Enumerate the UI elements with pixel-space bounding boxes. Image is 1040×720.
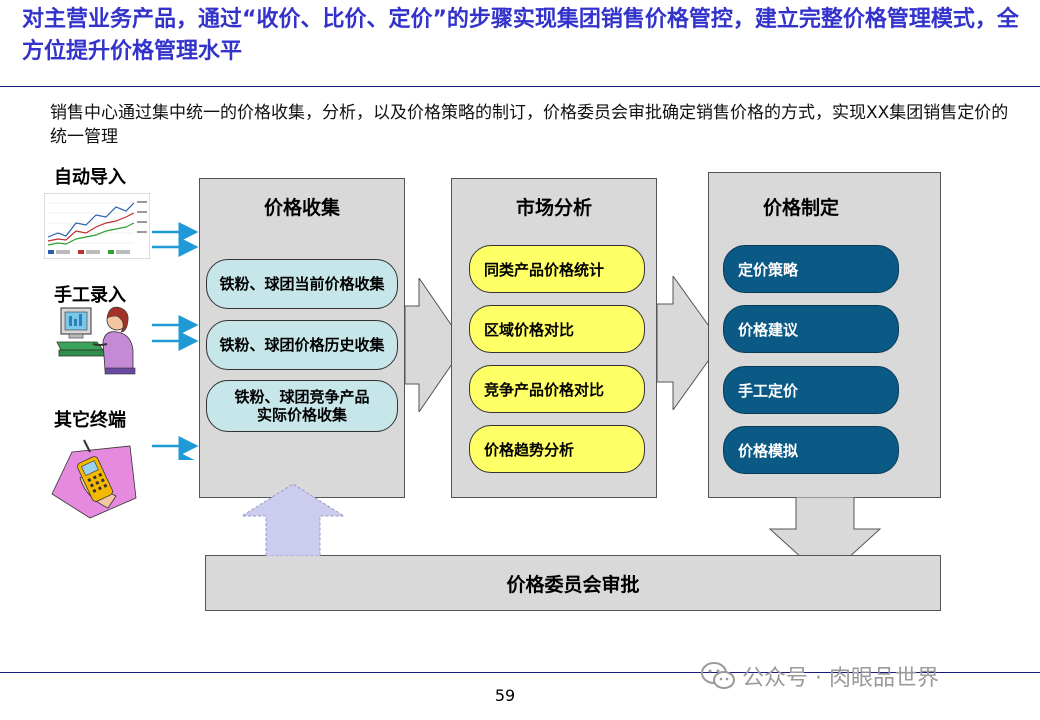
setting-item-simulation: 价格模拟 [723,426,899,474]
wechat-icon [701,662,735,689]
collection-item-competitor: 铁粉、球团竞争产品 实际价格收集 [206,380,398,432]
title-divider [0,86,1040,87]
source-label-terminal: 其它终端 [54,410,126,431]
person-at-computer-icon [56,306,136,375]
analysis-item-regional: 区域价格对比 [469,305,645,353]
flow-arrow-right [657,276,722,410]
approval-bar: 价格委员会审批 [205,555,941,611]
analysis-item-competitor: 竞争产品价格对比 [469,365,645,413]
mobile-phone-icon [51,439,137,519]
page-number: 59 [494,686,516,705]
source-label-auto: 自动导入 [54,167,126,188]
watermark-text: 公众号 · 肉眼品世界 [742,666,939,691]
footer-divider [0,672,1040,673]
flow-arrow-up [240,483,346,556]
page-title: 对主营业务产品，通过“收价、比价、定价”的步骤实现集团销售价格管控，建立完整价格… [22,7,1019,64]
input-arrows [152,222,199,460]
setting-item-strategy: 定价策略 [723,245,899,293]
chart-thumbnail-icon [44,193,150,259]
column-title: 价格收集 [263,197,340,219]
collection-item-current: 铁粉、球团当前价格收集 [206,259,398,309]
setting-item-manual: 手工定价 [723,366,899,414]
column-title: 市场分析 [515,197,592,219]
source-label-manual: 手工录入 [54,285,126,306]
collection-item-history: 铁粉、球团价格历史收集 [206,320,398,370]
flow-arrow-right [405,278,466,412]
flow-arrow-down [768,497,882,580]
analysis-item-statistics: 同类产品价格统计 [469,245,645,293]
watermark: 公众号 · 肉眼品世界 [700,660,939,692]
analysis-item-trend: 价格趋势分析 [469,425,645,473]
setting-item-suggestion: 价格建议 [723,305,899,353]
column-title: 价格制定 [763,197,840,219]
intro-text: 销售中心通过集中统一的价格收集，分析，以及价格策略的制订，价格委员会审批确定销售… [50,103,1009,147]
